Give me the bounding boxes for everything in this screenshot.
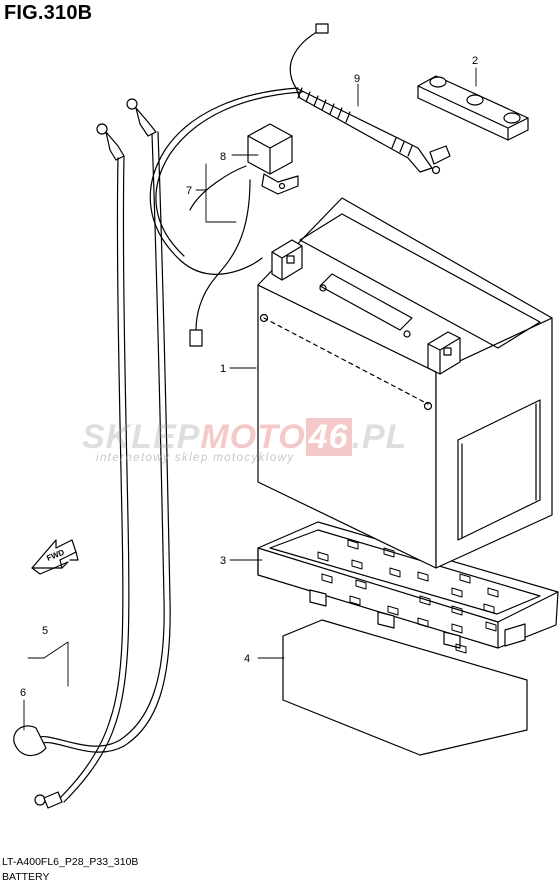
section-name: BATTERY xyxy=(2,871,50,883)
negative-lead-part xyxy=(13,98,171,809)
fwd-direction-arrow: FWD xyxy=(31,539,79,575)
callout-8: 8 xyxy=(220,151,226,163)
callout-labels: 1 2 3 4 5 6 7 8 9 xyxy=(20,55,478,699)
callout-2: 2 xyxy=(472,55,478,67)
terminal-left xyxy=(271,239,303,281)
leader-lines xyxy=(23,67,477,731)
tray-holes xyxy=(317,539,499,654)
starter-relay-part xyxy=(247,123,299,195)
watermark-brand-d: .PL xyxy=(351,418,408,456)
battery-pad-part xyxy=(417,75,529,141)
model-code: LT-A400FL6_P28_P33_310B xyxy=(2,856,139,868)
watermark-tagline: internetowy sklep motocyklowy xyxy=(96,452,295,464)
battery-part xyxy=(257,197,553,569)
battery-tray-part xyxy=(257,521,559,654)
watermark-brand-c: 46 xyxy=(305,418,352,456)
relay-wire-part xyxy=(189,165,251,347)
main-harness-lead xyxy=(149,87,303,275)
watermark-brand-b: MOTO xyxy=(200,418,306,456)
positive-lead-part xyxy=(289,23,451,175)
figure-title: FIG.310B xyxy=(4,2,93,24)
callout-9: 9 xyxy=(354,73,360,85)
watermark-brand-a: SKLEP xyxy=(82,418,201,456)
tray-cushion-part xyxy=(282,619,528,756)
callout-6: 6 xyxy=(20,687,26,699)
callout-3: 3 xyxy=(220,555,226,567)
callout-1: 1 xyxy=(220,363,226,375)
watermark-logo: SKLEPMOTO46.PL xyxy=(82,418,407,457)
callout-4: 4 xyxy=(244,653,250,665)
callout-5: 5 xyxy=(42,625,48,637)
callout-7: 7 xyxy=(186,185,192,197)
terminal-right xyxy=(427,331,461,375)
